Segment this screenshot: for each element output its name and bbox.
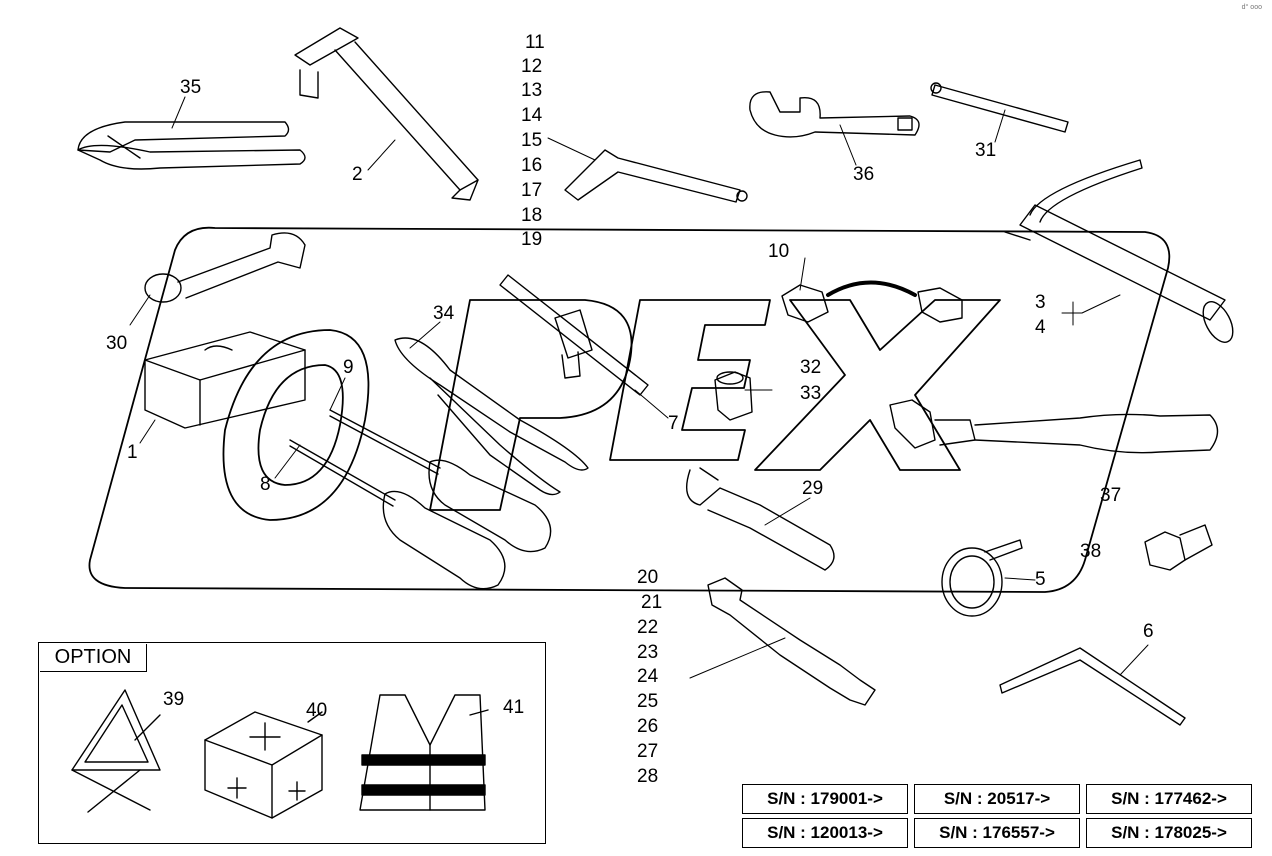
part-label-23: 23	[637, 642, 659, 663]
part-label-19: 19	[521, 229, 543, 250]
first-aid-kit-40	[204, 711, 323, 819]
part-label-17: 17	[521, 180, 543, 201]
warning-triangle-39	[71, 689, 161, 813]
part-label-20: 20	[637, 567, 659, 588]
grease-gun-3-4	[1004, 159, 1234, 343]
hammer-2	[294, 27, 479, 201]
rod-31	[930, 82, 1069, 133]
option-title: OPTION	[40, 644, 147, 672]
l-key-6	[999, 647, 1186, 726]
pliers-35	[77, 121, 306, 170]
part-label-18: 18	[521, 205, 543, 226]
part-label-31: 31	[975, 140, 997, 161]
corner-mark: d° ooo	[1241, 4, 1262, 11]
socket-32-33	[714, 371, 753, 421]
part-label-12: 12	[521, 56, 543, 77]
double-wrench-20-28	[707, 577, 876, 706]
part-label-21: 21	[641, 592, 663, 613]
leader-lines	[129, 96, 1149, 679]
part-label-32: 32	[800, 357, 822, 378]
safety-vest-41	[359, 694, 489, 811]
part-label-33: 33	[800, 383, 822, 404]
serial-number-box: S/N : 179001->	[742, 784, 908, 814]
part-label-5: 5	[1035, 569, 1046, 590]
part-label-9: 9	[343, 357, 354, 378]
serial-number-box: S/N : 20517->	[914, 784, 1080, 814]
part-label-29: 29	[802, 478, 824, 499]
part-label-26: 26	[637, 716, 659, 737]
cable-10	[781, 280, 963, 323]
ratchet-37	[889, 399, 1219, 454]
t-wrench-7	[499, 274, 649, 396]
part-label-37: 37	[1100, 485, 1122, 506]
fitting-38	[1144, 524, 1213, 571]
part-label-6: 6	[1143, 621, 1154, 642]
part-label-36: 36	[853, 164, 875, 185]
part-label-39: 39	[163, 689, 185, 710]
serial-number-box: S/N : 176557->	[914, 818, 1080, 848]
part-label-10: 10	[768, 241, 790, 262]
opex-watermark	[88, 226, 1171, 593]
tool-box-1	[144, 331, 306, 429]
part-label-14: 14	[521, 105, 543, 126]
serial-number-box: S/N : 178025->	[1086, 818, 1252, 848]
part-label-34: 34	[433, 303, 455, 324]
serial-number-box: S/N : 177462->	[1086, 784, 1252, 814]
open-wrench-29	[686, 467, 835, 571]
part-label-3: 3	[1035, 292, 1046, 313]
part-label-13: 13	[521, 80, 543, 101]
part-label-7: 7	[668, 413, 679, 434]
part-label-38: 38	[1080, 541, 1102, 562]
hex-key	[564, 149, 748, 203]
part-label-28: 28	[637, 766, 659, 787]
part-label-15: 15	[521, 130, 543, 151]
part-label-4: 4	[1035, 317, 1046, 338]
part-label-35: 35	[180, 77, 202, 98]
part-label-16: 16	[521, 155, 543, 176]
part-label-25: 25	[637, 691, 659, 712]
serial-number-box: S/N : 120013->	[742, 818, 908, 848]
ring-wrench-30	[144, 232, 306, 303]
part-label-11: 11	[525, 32, 545, 53]
part-label-2: 2	[352, 164, 363, 185]
option-panel	[38, 642, 546, 844]
part-label-1: 1	[127, 442, 138, 463]
part-label-8: 8	[260, 474, 271, 495]
part-label-24: 24	[637, 666, 659, 687]
long-pliers-34	[394, 337, 589, 496]
hose-clamp-5	[941, 539, 1023, 617]
part-label-22: 22	[637, 617, 659, 638]
part-label-40: 40	[306, 700, 328, 721]
adjustable-wrench-36	[749, 91, 920, 138]
part-label-41: 41	[503, 697, 525, 718]
part-label-27: 27	[637, 741, 659, 762]
screwdrivers-8-9	[289, 409, 552, 590]
part-label-30: 30	[106, 333, 128, 354]
